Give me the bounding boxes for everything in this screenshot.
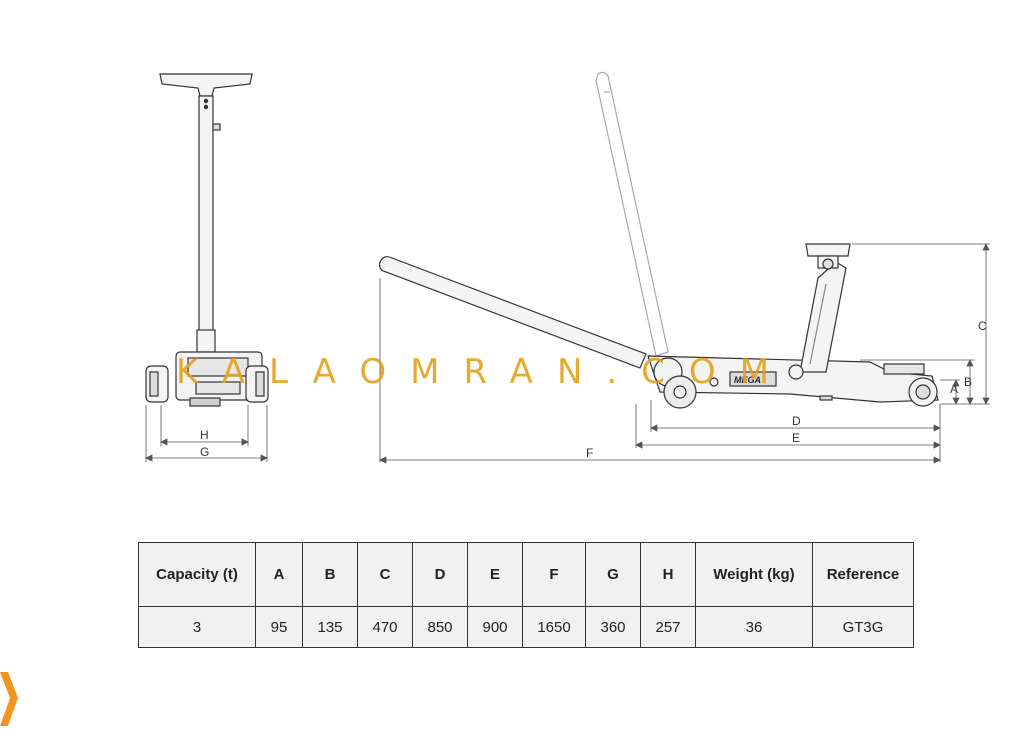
header-c: C [357,542,413,607]
dim-label-F: F [586,446,593,460]
dim-label-H: H [200,428,209,442]
cell-a: 95 [255,606,303,648]
cell-reference: GT3G [812,606,914,648]
cell-weight: 36 [695,606,813,648]
cell-capacity: 3 [138,606,256,648]
side-lift-arm [799,261,847,373]
side-dimensions [379,243,990,464]
dim-label-G: G [200,445,209,459]
cell-e: 900 [467,606,523,648]
dim-label-C: C [978,319,987,333]
table-row: 3 95 135 470 850 900 1650 360 257 36 GT3… [138,606,914,648]
header-d: D [412,542,468,607]
side-chassis [647,355,939,403]
dim-label-D: D [792,414,801,428]
header-capacity: Capacity (t) [138,542,256,607]
table-header-row: Capacity (t) A B C D E F G H Weight (kg)… [138,542,914,607]
front-t-handle [159,73,253,97]
front-view [145,73,269,407]
cell-f: 1650 [522,606,586,648]
brand-logo-mark [0,672,18,726]
header-f: F [522,542,586,607]
dim-label-A: A [950,382,958,396]
cell-h: 257 [640,606,696,648]
header-g: G [585,542,641,607]
header-weight: Weight (kg) [695,542,813,607]
header-reference: Reference [812,542,914,607]
cell-d: 850 [412,606,468,648]
brand-plate [729,371,777,387]
front-dimensions [145,405,268,462]
header-e: E [467,542,523,607]
side-handle [379,256,647,369]
cell-g: 360 [585,606,641,648]
watermark-text: KALAOMRAN.COM [176,352,794,392]
cell-c: 470 [357,606,413,648]
dim-label-B: B [964,375,972,389]
front-shaft [198,95,214,332]
side-raised-handle [595,71,669,357]
header-b: B [302,542,358,607]
brand-plate-text: MEGA [734,375,761,385]
side-saddle [805,243,851,257]
technical-drawing: H G [145,71,990,464]
header-a: A [255,542,303,607]
spec-table: Capacity (t) A B C D E F G H Weight (kg)… [138,542,914,648]
side-view [379,243,939,409]
header-h: H [640,542,696,607]
dim-label-E: E [792,431,800,445]
cell-b: 135 [302,606,358,648]
